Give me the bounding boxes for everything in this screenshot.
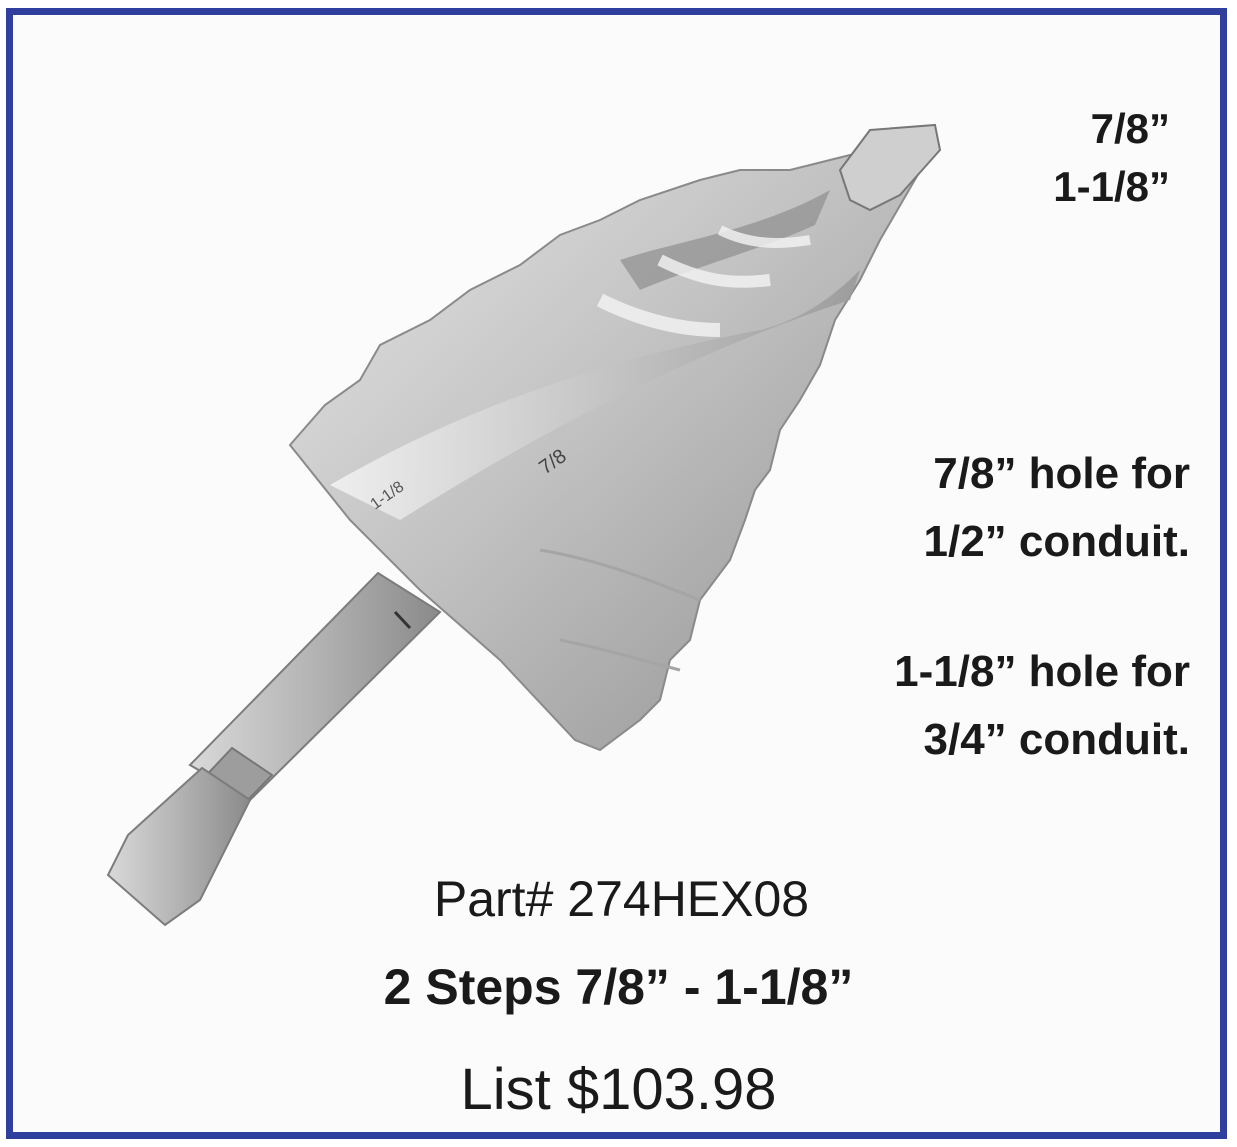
hole-note-1-line2: 1/2” conduit.: [923, 517, 1190, 566]
product-description-text: 2 Steps 7/8” - 1-1/8”: [383, 959, 854, 1015]
product-description: 2 Steps 7/8” - 1-1/8”: [0, 958, 1237, 1016]
size-large: 1-1/8”: [1053, 163, 1170, 210]
hex-shank: [106, 571, 442, 927]
part-number-text: Part# 274HEX08: [433, 871, 810, 927]
part-number: Part# 274HEX08: [0, 870, 1237, 928]
hole-note-1-line1: 7/8” hole for: [933, 449, 1190, 498]
list-price-text: List $103.98: [460, 1057, 777, 1122]
hole-note-2-line2: 3/4” conduit.: [923, 715, 1190, 764]
hole-note-1: 7/8” hole for 1/2” conduit.: [760, 440, 1190, 576]
size-small: 7/8”: [1090, 105, 1170, 152]
hole-note-2-line1: 1-1/8” hole for: [894, 647, 1190, 696]
list-price: List $103.98: [0, 1056, 1237, 1123]
hole-note-2: 1-1/8” hole for 3/4” conduit.: [760, 638, 1190, 774]
cone-body: 7/8 1-1/8: [288, 123, 942, 752]
size-range-labels: 7/8” 1-1/8”: [1000, 100, 1170, 216]
